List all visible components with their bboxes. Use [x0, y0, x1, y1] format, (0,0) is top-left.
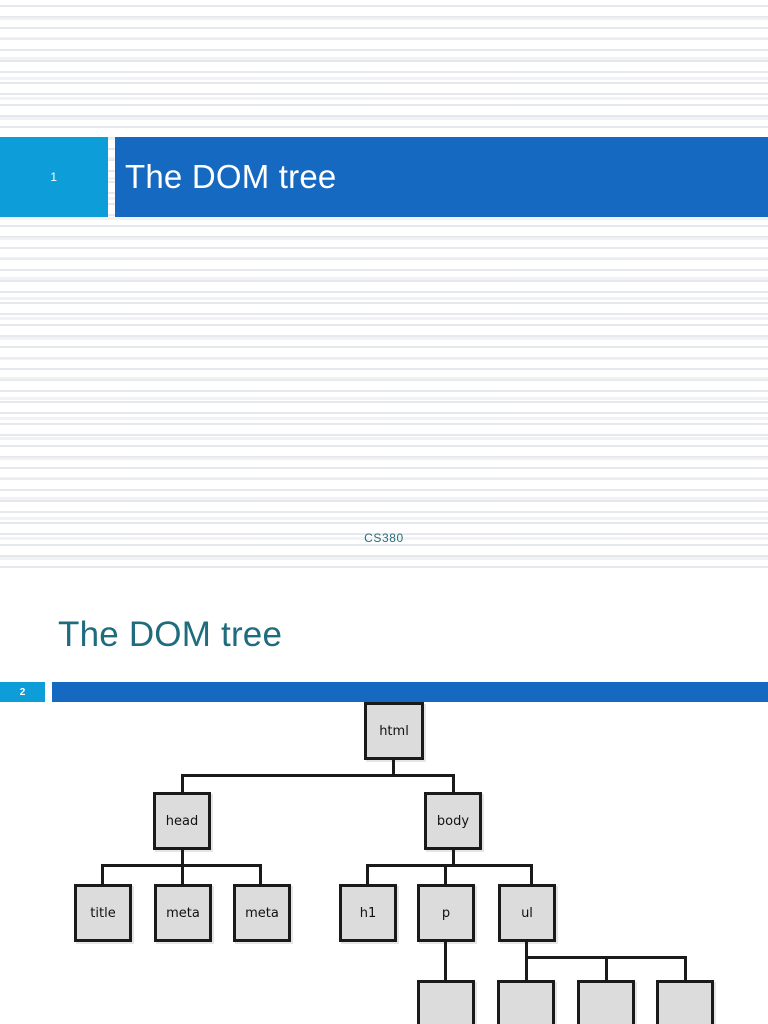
edge-to-meta1 [181, 864, 184, 884]
tree-node-label: ul [521, 905, 533, 921]
edge-to-p [444, 864, 447, 884]
edge-to-ul [530, 864, 533, 884]
edge-p-down [444, 942, 447, 980]
edge-head-down [181, 850, 184, 864]
tree-node-label: html [379, 723, 409, 739]
tree-node-label: h1 [359, 905, 377, 921]
tree-node-label: body [436, 813, 470, 829]
edge-to-li-1 [525, 956, 528, 980]
tree-node-p: p [417, 884, 475, 942]
slide-2-title: The DOM tree [58, 615, 283, 654]
tree-node-h1: h1 [339, 884, 397, 942]
tree-node-cut-4 [656, 980, 714, 1024]
edge-to-li-3 [684, 956, 687, 980]
slide-2: The DOM tree 2 html head body [0, 570, 768, 1024]
tree-node-label: head [165, 813, 199, 829]
slide-2-accent-bar [52, 682, 768, 702]
edge-to-meta2 [259, 864, 262, 884]
scanline-texture-secondary [0, 0, 768, 570]
slide-1: 1 The DOM tree CS380 [0, 0, 768, 570]
tree-node-title: title [74, 884, 132, 942]
slide-1-number: 1 [50, 170, 58, 184]
slide-1-title-bar: The DOM tree [115, 137, 768, 217]
tree-node-cut-2 [497, 980, 555, 1024]
course-label: CS380 [364, 531, 404, 545]
dom-tree-diagram: html head body [0, 702, 768, 1024]
tree-node-meta-2: meta [233, 884, 291, 942]
edge-html-down [392, 760, 395, 774]
tree-node-meta-1: meta [154, 884, 212, 942]
edge-body-span [366, 864, 533, 867]
tree-node-label: title [90, 905, 116, 921]
tree-node-cut-3 [577, 980, 635, 1024]
tree-node-body: body [424, 792, 482, 850]
edge-to-li-2 [605, 956, 608, 980]
tree-node-label: meta [245, 905, 279, 921]
edge-to-h1 [366, 864, 369, 884]
scanline-texture [0, 0, 768, 570]
tree-node-ul: ul [498, 884, 556, 942]
tree-node-cut-1 [417, 980, 475, 1024]
slide-1-number-box: 1 [0, 137, 108, 217]
edge-ul-down [525, 942, 528, 956]
edge-to-title [101, 864, 104, 884]
tree-node-html: html [364, 702, 424, 760]
tree-node-label: p [441, 905, 451, 921]
slide-1-title: The DOM tree [125, 158, 337, 195]
edge-to-body [452, 774, 455, 792]
edge-to-head [181, 774, 184, 792]
edge-html-span [181, 774, 455, 777]
tree-node-label: meta [166, 905, 200, 921]
edge-body-down [452, 850, 455, 864]
tree-node-head: head [153, 792, 211, 850]
slide-2-number: 2 [0, 682, 45, 702]
slide-1-title-band: 1 The DOM tree [0, 137, 768, 217]
slide-2-accent-row: 2 [0, 682, 768, 702]
